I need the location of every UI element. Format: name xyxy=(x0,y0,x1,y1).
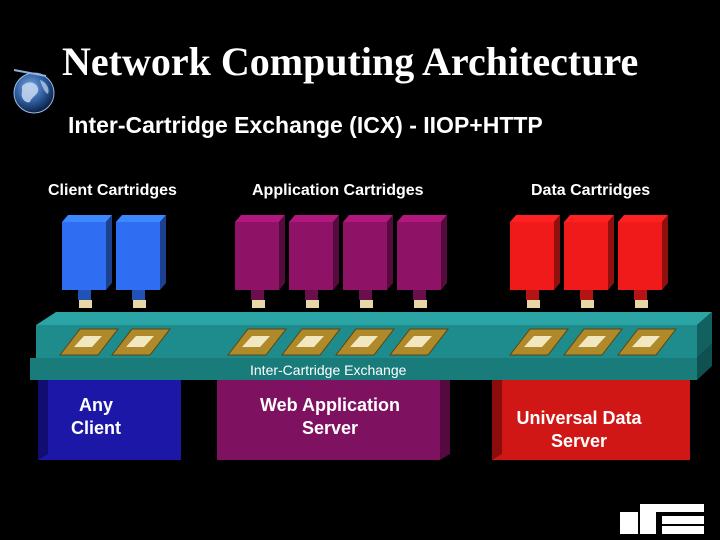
bus-slot-data-1 xyxy=(508,328,570,356)
server-base-data xyxy=(492,370,690,460)
cartridge-client-2 xyxy=(116,215,166,308)
bus-slot-data-3 xyxy=(616,328,678,356)
data-cartridges-label: Data Cartridges xyxy=(531,182,651,199)
slide-subtitle: Inter-Cartridge Exchange (ICX) - IIOP+HT… xyxy=(68,112,543,138)
slide-title: Network Computing Architecture xyxy=(62,39,639,84)
bus-slot-client-1 xyxy=(58,328,120,356)
cartridge-data-3 xyxy=(618,215,668,308)
server-base-application xyxy=(217,370,450,460)
cartridge-application-4 xyxy=(397,215,447,308)
bus-slot-client-2 xyxy=(110,328,172,356)
cartridge-data-2 xyxy=(564,215,614,308)
application-cartridges-label: Application Cartridges xyxy=(252,182,424,199)
company-logo-icon xyxy=(617,500,705,534)
universal-data-server-label: Universal Data Server xyxy=(516,408,642,451)
client-cartridges-label: Client Cartridges xyxy=(48,182,177,199)
cartridge-application-2 xyxy=(289,215,339,308)
bus-slot-application-4 xyxy=(388,328,450,356)
globe-icon xyxy=(13,69,55,114)
cartridge-client-1 xyxy=(62,215,112,308)
bus-slot-application-1 xyxy=(226,328,288,356)
any-client-label: Any Client xyxy=(70,395,121,438)
bus-slot-application-3 xyxy=(334,328,396,356)
bus-label: Inter-Cartridge Exchange xyxy=(250,362,407,378)
bus-slot-data-2 xyxy=(562,328,624,356)
cartridge-data-1 xyxy=(510,215,560,308)
web-application-server-label: Web Application Server xyxy=(259,395,400,438)
server-base-client xyxy=(38,370,181,460)
cartridge-application-3 xyxy=(343,215,393,308)
bus-slot-application-2 xyxy=(280,328,342,356)
cartridge-application-1 xyxy=(235,215,285,308)
